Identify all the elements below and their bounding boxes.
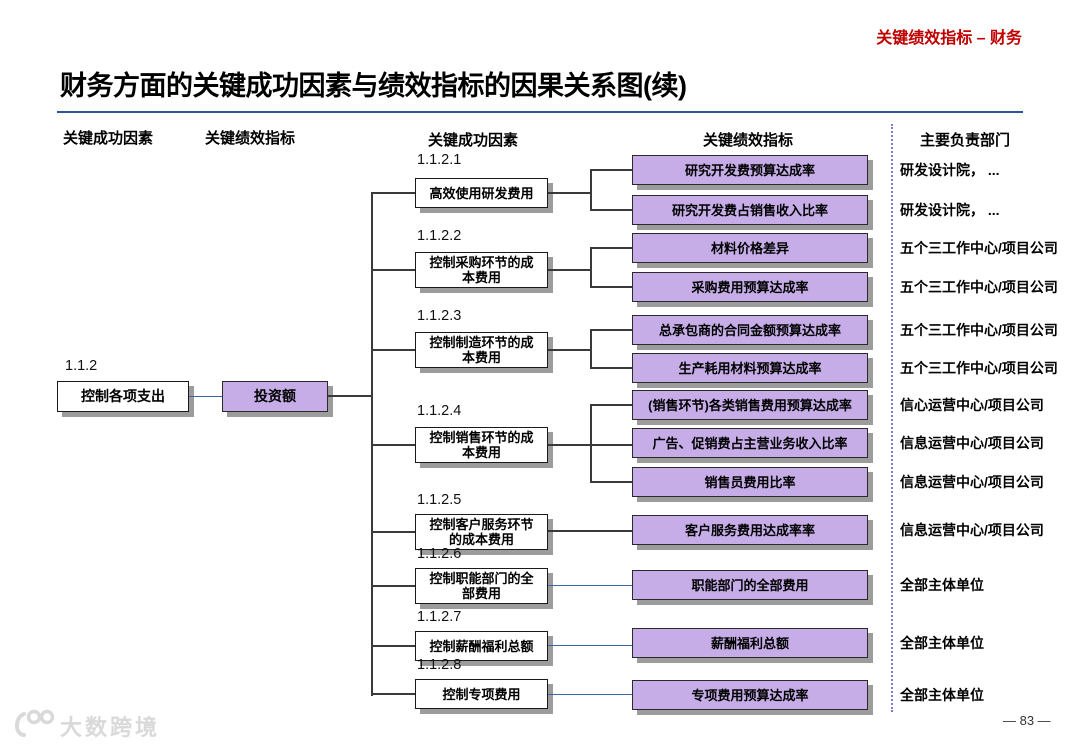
kpi-box: 生产耗用材料预算达成率	[632, 353, 868, 383]
corner-tag: 关键绩效指标 – 财务	[876, 30, 1022, 47]
dept-label: 五个三工作中心/项目公司	[900, 279, 1058, 295]
dept-label: 全部主体单位	[900, 635, 984, 651]
dept-label: 信息运营中心/项目公司	[900, 474, 1044, 490]
connector-line	[590, 286, 632, 288]
watermark-text: 大数跨境	[60, 714, 161, 740]
connector-line	[590, 481, 632, 483]
title-underline	[57, 111, 1023, 113]
connector-line	[590, 329, 632, 331]
csf-code: 1.1.2.4	[417, 403, 462, 419]
kpi-box: 职能部门的全部费用	[632, 570, 868, 600]
csf-code: 1.1.2.2	[417, 228, 462, 244]
root-code: 1.1.2	[65, 358, 98, 374]
connector-line	[371, 349, 415, 351]
csf-box: 控制薪酬福利总额	[415, 631, 548, 661]
dept-label: 信息运营中心/项目公司	[900, 435, 1044, 451]
csf-box: 控制制造环节的成本费用	[415, 332, 548, 368]
connector-line	[371, 269, 415, 271]
root-csf-box: 控制各项支出	[57, 381, 189, 412]
colhead-left-csf: 关键成功因素	[63, 130, 154, 147]
dept-label: 信心运营中心/项目公司	[900, 397, 1044, 413]
connector-line	[548, 530, 632, 532]
connector-line	[590, 247, 632, 249]
colhead-mid-kpi: 关键绩效指标	[703, 132, 794, 149]
kpi-box: 研究开发费预算达成率	[632, 155, 868, 185]
dept-label: 信息运营中心/项目公司	[900, 522, 1044, 538]
connector-line	[590, 247, 592, 288]
kpi-box: (销售环节)各类销售费用预算达成率	[632, 390, 868, 420]
connector-line	[548, 694, 632, 695]
connector-line	[371, 444, 415, 446]
csf-box: 高效使用研发费用	[415, 178, 548, 208]
connector-line	[371, 693, 415, 695]
connector-line	[548, 585, 632, 586]
csf-code: 1.1.2.6	[417, 546, 462, 562]
dept-label: 研发设计院， ...	[900, 162, 1000, 178]
colhead-dept: 主要负责部门	[920, 132, 1011, 149]
csf-box: 控制销售环节的成本费用	[415, 427, 548, 463]
connector-line	[371, 585, 415, 587]
connector-line	[189, 396, 222, 397]
colhead-left-kpi: 关键绩效指标	[205, 130, 296, 147]
csf-code: 1.1.2.8	[417, 657, 462, 673]
connector-line	[590, 367, 632, 369]
root-kpi-box: 投资额	[222, 381, 328, 412]
csf-box: 控制职能部门的全部费用	[415, 568, 548, 604]
kpi-box: 客户服务费用达成率率	[632, 515, 868, 545]
connector-line	[590, 404, 632, 406]
csf-box: 控制采购环节的成本费用	[415, 252, 548, 288]
kpi-box: 材料价格差异	[632, 233, 868, 263]
watermark: 大数跨境	[14, 708, 160, 743]
kpi-box: 采购费用预算达成率	[632, 272, 868, 302]
connector-line	[590, 329, 592, 369]
csf-code: 1.1.2.5	[417, 492, 462, 508]
dept-label: 五个三工作中心/项目公司	[900, 360, 1058, 376]
connector-line	[590, 169, 632, 171]
page-title: 财务方面的关键成功因素与绩效指标的因果关系图(续)	[60, 71, 687, 101]
watermark-logo-icon	[14, 708, 55, 743]
csf-code: 1.1.2.1	[417, 152, 462, 168]
connector-line	[590, 404, 592, 483]
connector-line	[371, 192, 415, 194]
csf-box: 控制专项费用	[415, 679, 548, 709]
dept-label: 五个三工作中心/项目公司	[900, 240, 1058, 256]
connector-line	[548, 645, 632, 646]
page-number: — 83 —	[1003, 713, 1051, 728]
connector-line	[590, 169, 592, 211]
csf-code: 1.1.2.7	[417, 609, 462, 625]
kpi-box: 广告、促销费占主营业务收入比率	[632, 428, 868, 458]
kpi-box: 专项费用预算达成率	[632, 680, 868, 710]
dept-label: 全部主体单位	[900, 577, 984, 593]
dept-label: 研发设计院， ...	[900, 202, 1000, 218]
csf-box: 控制客户服务环节的成本费用	[415, 514, 548, 550]
connector-line	[548, 349, 590, 351]
csf-code: 1.1.2.3	[417, 308, 462, 324]
kpi-box: 研究开发费占销售收入比率	[632, 195, 868, 225]
dept-label: 五个三工作中心/项目公司	[900, 322, 1058, 338]
connector-line	[371, 645, 415, 647]
dept-label: 全部主体单位	[900, 687, 984, 703]
connector-line	[548, 192, 590, 194]
connector-line	[548, 269, 590, 271]
connector-line	[328, 395, 372, 397]
kpi-box: 薪酬福利总额	[632, 628, 868, 658]
colhead-mid-csf: 关键成功因素	[428, 132, 519, 149]
kpi-box: 总承包商的合同金额预算达成率	[632, 315, 868, 345]
connector-line	[371, 531, 415, 533]
connector-line	[590, 209, 632, 211]
kpi-box: 销售员费用比率	[632, 467, 868, 497]
dotted-divider	[891, 124, 893, 712]
